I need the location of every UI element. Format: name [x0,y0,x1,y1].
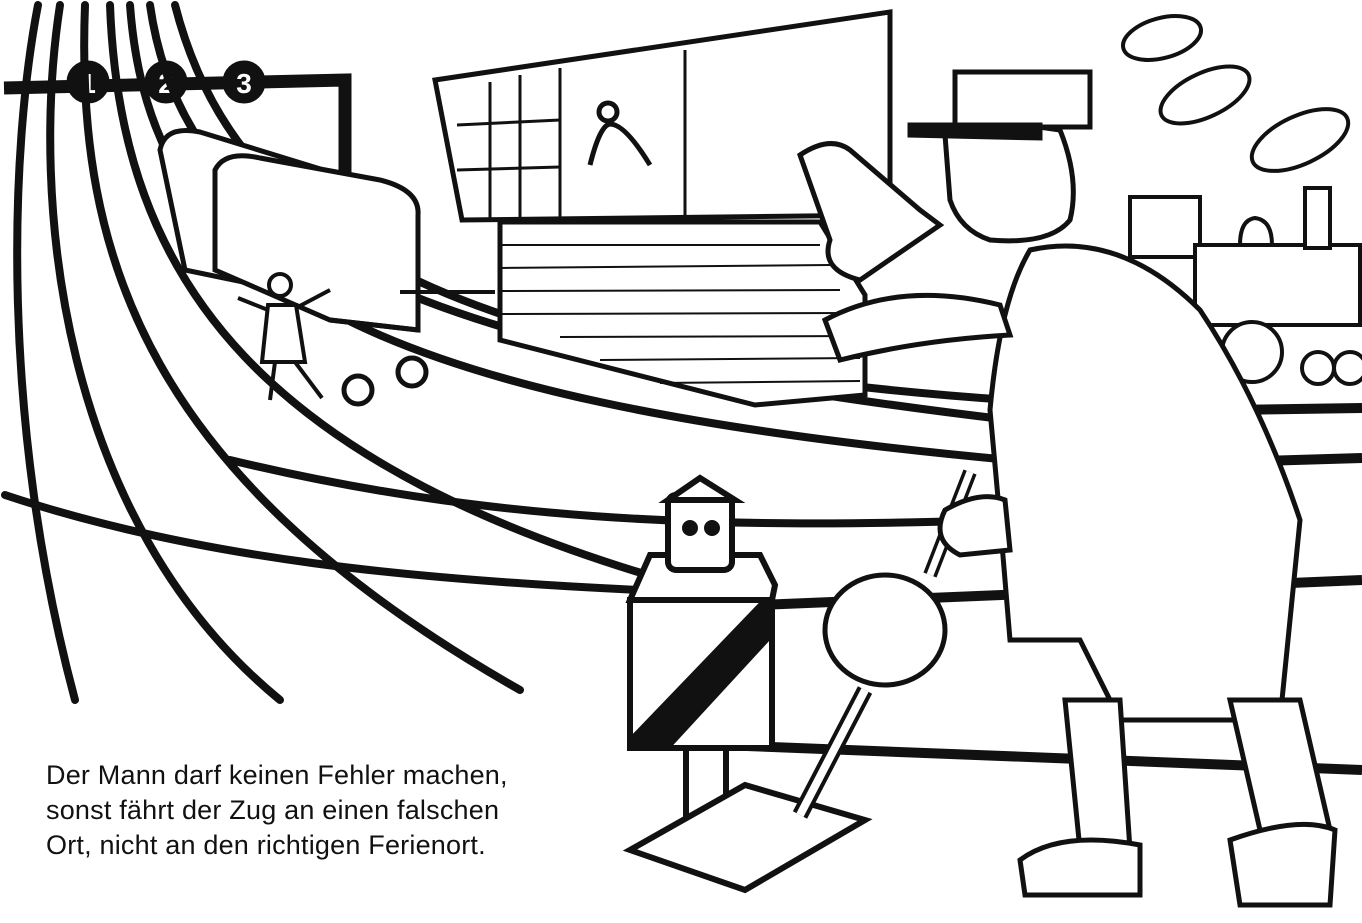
smoke-rings [1121,14,1351,173]
track-badge-3 [222,60,266,104]
switchman [796,69,1338,908]
signal-box [432,9,893,408]
caption-line-1: Der Mann darf keinen Fehler machen, [46,760,508,790]
covered-wagon [157,128,495,407]
waving-worker [237,272,331,401]
track-label-3: 3 [236,68,252,99]
caption-line-2: sonst fährt der Zug an einen falschen [46,795,500,825]
caption: Der Mann darf keinen Fehler machen, sons… [46,758,606,863]
steam-locomotive [1128,186,1362,386]
caption-line-3: Ort, nicht an den richtigen Ferienort. [46,830,486,860]
